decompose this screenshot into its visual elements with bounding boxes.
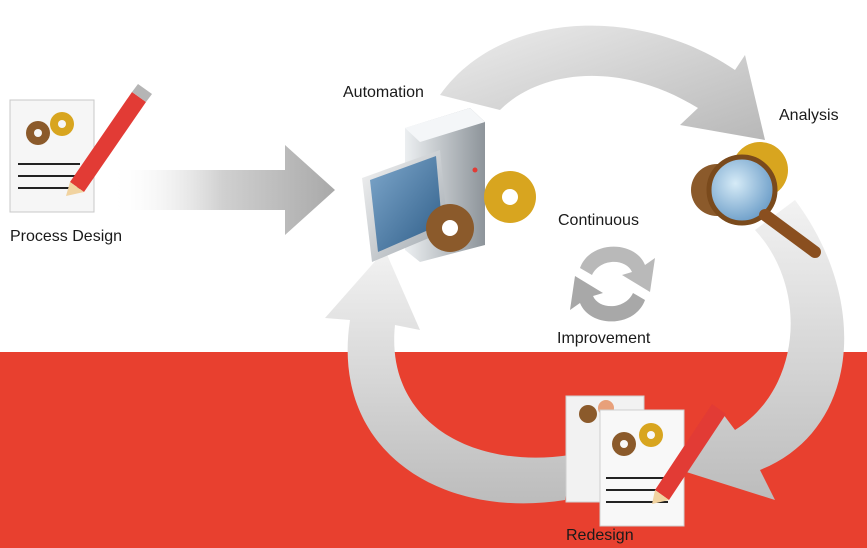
gold-gear-icon: [639, 423, 663, 447]
brown-gear-icon: [612, 432, 636, 456]
automation-label: Automation: [343, 84, 424, 101]
monitor-icon: [362, 150, 448, 262]
pencil-icon: [66, 84, 152, 196]
process-design-label: Process Design: [10, 228, 123, 245]
redesign-documents-icon: [565, 395, 726, 527]
pencil-icon: [652, 404, 726, 504]
gold-gear-icon: [50, 112, 74, 136]
continuous-label: Continuous: [558, 212, 639, 229]
improvement-label: Improvement: [557, 330, 651, 347]
gear-gold-icon: [484, 171, 536, 223]
automation-computer-icon: [362, 108, 536, 262]
process-design-document-icon: [9, 84, 152, 213]
analysis-magnifier-icon: [691, 142, 821, 258]
circular-arrows-icon: [570, 246, 655, 322]
redesign-to-automation-arrow: [325, 250, 570, 504]
redesign-label: Redesign: [566, 527, 634, 544]
automation-to-analysis-arrow: [440, 25, 765, 140]
brown-gear-icon: [26, 121, 50, 145]
gear-brown-icon: [426, 204, 474, 252]
analysis-label: Analysis: [779, 107, 839, 124]
process-to-automation-arrow: [110, 145, 335, 235]
analysis-to-redesign-arrow: [680, 200, 845, 500]
